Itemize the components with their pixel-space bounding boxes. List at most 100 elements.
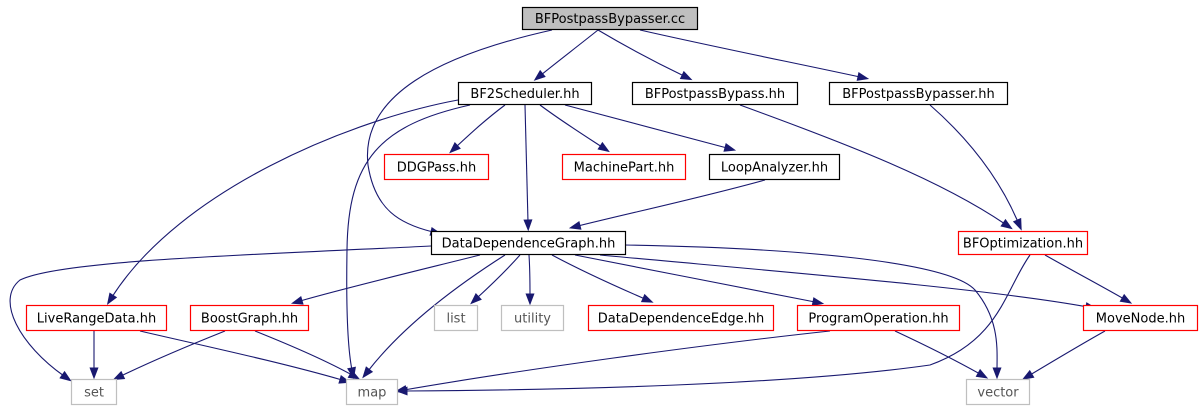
edge-line [894,330,981,375]
node-label: LiveRangeData.hh [37,312,156,327]
edge-programoperation-hh-to-map [394,330,831,395]
node-map[interactable]: map [345,378,399,406]
arrowhead [679,70,693,81]
node-loopanalyzer-hh[interactable]: LoopAnalyzer.hh [708,153,841,181]
node-label: BF2Scheduler.hh [470,87,579,102]
node-movenode-hh[interactable]: MoveNode.hh [1082,304,1199,332]
node-box [561,153,687,181]
edge-line [539,104,603,148]
arrowhead [290,295,304,305]
edge-line [599,254,1089,308]
edge-line [367,254,506,372]
node-list[interactable]: list [433,304,479,332]
node-box [383,153,490,181]
node-bfoptimization-hh[interactable]: BFOptimization.hh [957,230,1089,256]
node-box [796,304,961,332]
edge-line [476,254,521,299]
edge-bfpostpassbypasser-cc-to-datadependencegraph-hh [366,29,553,236]
edge-line [597,29,685,77]
arrowhead [362,366,374,379]
edge-line [574,254,816,303]
node-vector[interactable]: vector [965,378,1031,406]
edge-bf2scheduler-hh-to-datadependencegraph-hh [523,104,533,232]
arrowhead [347,369,361,380]
node-box [965,378,1031,406]
node-set[interactable]: set [70,378,118,406]
node-label: ProgramOperation.hh [808,312,948,327]
node-box [500,304,565,332]
edges-layer [9,29,1133,396]
edge-line [120,330,226,377]
node-label: DataDependenceGraph.hh [442,237,616,252]
edge-bfpostpassbypass-hh-to-bfoptimization-hh [739,104,1013,230]
node-machinepart-hh[interactable]: MachinePart.hh [561,153,687,181]
arrowhead [449,141,461,154]
edge-boostgraph-hh-to-map [254,330,361,380]
node-datadependencegraph-hh[interactable]: DataDependenceGraph.hh [430,230,627,256]
edge-line [366,29,553,233]
node-bfpostpassbypasser-cc[interactable]: BFPostpassBypasser.cc [521,6,699,31]
node-bf2scheduler-hh[interactable]: BF2Scheduler.hh [457,81,593,106]
arrowhead [568,221,582,230]
arrowhead [856,72,870,81]
node-bfpostpassbypasser-hh[interactable]: BFPostpassBypasser.hh [828,81,1009,106]
node-label: vector [977,386,1019,401]
node-boostgraph-hh[interactable]: BoostGraph.hh [189,304,310,332]
edge-line [929,104,1019,223]
node-box [708,153,841,181]
edge-datadependencegraph-hh-to-vector [624,244,1002,380]
node-box [587,304,775,332]
arrowhead [597,141,610,153]
edge-datadependencegraph-hh-to-map [362,254,506,379]
arrowhead [1021,369,1035,380]
edge-line [1029,330,1106,376]
node-box [957,230,1089,256]
node-label: MoveNode.hh [1096,312,1185,327]
node-box [433,304,479,332]
edge-datadependencegraph-hh-to-set [9,245,432,382]
edge-datadependencegraph-hh-to-list [470,254,521,305]
node-box [430,230,627,256]
edge-line [455,104,506,148]
node-label: set [84,386,104,401]
node-bfpostpassbypass-hh[interactable]: BFPostpassBypass.hh [631,81,799,106]
arrowhead [89,367,99,380]
arrowhead [59,370,72,382]
edge-bf2scheduler-hh-to-ddgpass-hh [449,104,506,154]
edge-line [528,254,531,297]
node-box [345,378,399,406]
node-box [631,81,799,106]
node-box [189,304,310,332]
edge-line [254,330,353,376]
edge-bfpostpassbypasser-cc-to-bf2scheduler-hh [533,29,599,81]
node-box [25,304,168,332]
edge-line [639,29,861,78]
edge-bf2scheduler-hh-to-loopanalyzer-hh [564,104,737,152]
node-label: utility [514,312,551,327]
node-ddgpass-hh[interactable]: DDGPass.hh [383,153,490,181]
arrowhead [470,292,482,305]
node-utility[interactable]: utility [500,304,565,332]
node-label: BFOptimization.hh [963,237,1083,252]
edge-line [9,245,432,377]
node-liverangedata-hh[interactable]: LiveRangeData.hh [25,304,168,332]
arrowhead [523,219,533,232]
arrowhead [640,293,654,303]
arrowhead [723,142,737,152]
edge-datadependencegraph-hh-to-movenode-hh [599,254,1098,311]
arrowhead [533,69,546,81]
node-label: list [446,312,465,327]
node-programoperation-hh[interactable]: ProgramOperation.hh [796,304,961,332]
node-box [457,81,593,106]
node-box [521,6,699,31]
edge-datadependencegraph-hh-to-boostgraph-hh [290,254,481,305]
edge-datadependencegraph-hh-to-programoperation-hh [574,254,825,306]
edge-movenode-hh-to-vector [1021,330,1106,380]
node-datadependenceedge-hh[interactable]: DataDependenceEdge.hh [587,304,775,332]
edge-line [111,99,459,298]
edge-liverangedata-hh-to-set [89,331,99,380]
node-label: BFPostpassBypasser.hh [842,87,995,102]
edge-line [346,104,471,371]
